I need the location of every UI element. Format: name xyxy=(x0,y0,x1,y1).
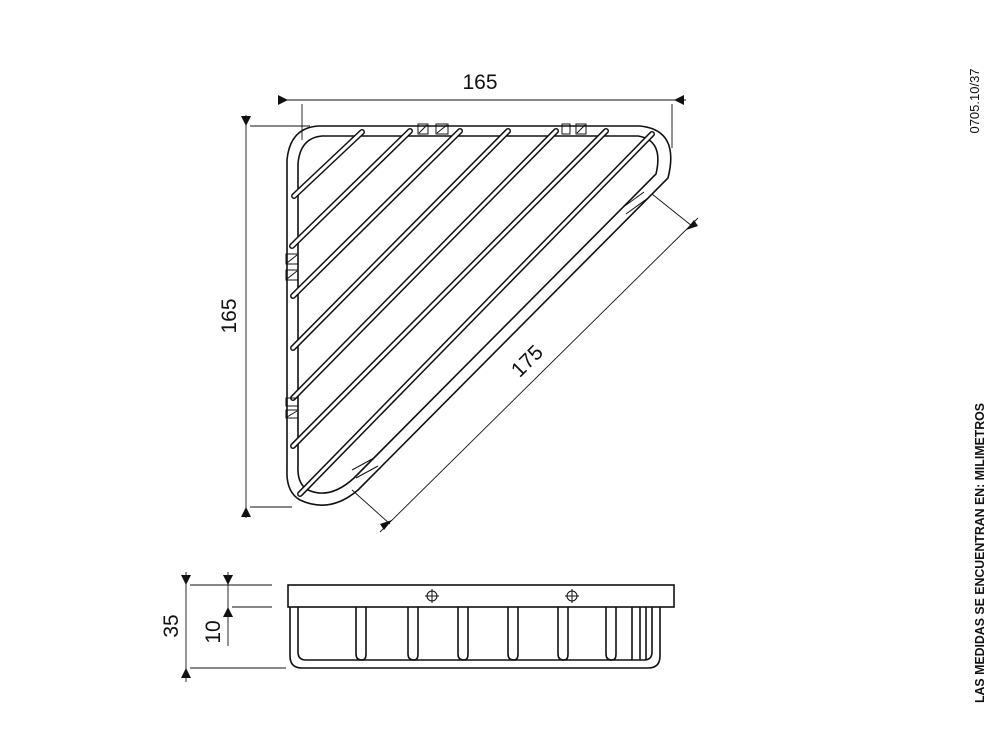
wall-bracket-top-1 xyxy=(417,123,449,135)
basket-outer-frame xyxy=(286,125,672,506)
dimension-top-width-label: 165 xyxy=(462,71,497,94)
dimension-diagonal: 175 xyxy=(351,193,699,533)
wall-bracket-top-2 xyxy=(561,123,587,135)
reference-code: 0705.10/37 xyxy=(967,68,982,133)
dimension-left-height: 165 xyxy=(218,115,310,518)
dimension-diagonal-label: 175 xyxy=(507,341,548,382)
top-view xyxy=(285,123,672,506)
side-basket-body xyxy=(289,607,661,669)
side-wire-loops xyxy=(355,607,647,661)
dimension-top-width: 165 xyxy=(278,71,686,148)
side-view xyxy=(287,584,675,669)
units-note: LAS MEDIDAS SE ENCUENTRAN EN: MILIMETROS xyxy=(972,403,987,703)
dimension-rim-height-label: 10 xyxy=(202,620,225,643)
dimension-rim-height: 10 xyxy=(202,572,272,646)
screw-icon-right xyxy=(565,589,579,603)
diagonal-clip-lower xyxy=(351,457,379,479)
diagonal-clip-upper xyxy=(621,191,649,215)
wall-bracket-left-1 xyxy=(285,253,299,281)
wall-bracket-left-2 xyxy=(285,397,299,419)
side-rim-plate xyxy=(287,584,675,608)
basket-wire-bars xyxy=(289,128,655,497)
screw-icon-left xyxy=(425,589,439,603)
dimension-left-height-label: 165 xyxy=(218,298,241,333)
dimension-total-height: 35 xyxy=(160,572,286,682)
dimension-total-height-label: 35 xyxy=(160,614,183,637)
